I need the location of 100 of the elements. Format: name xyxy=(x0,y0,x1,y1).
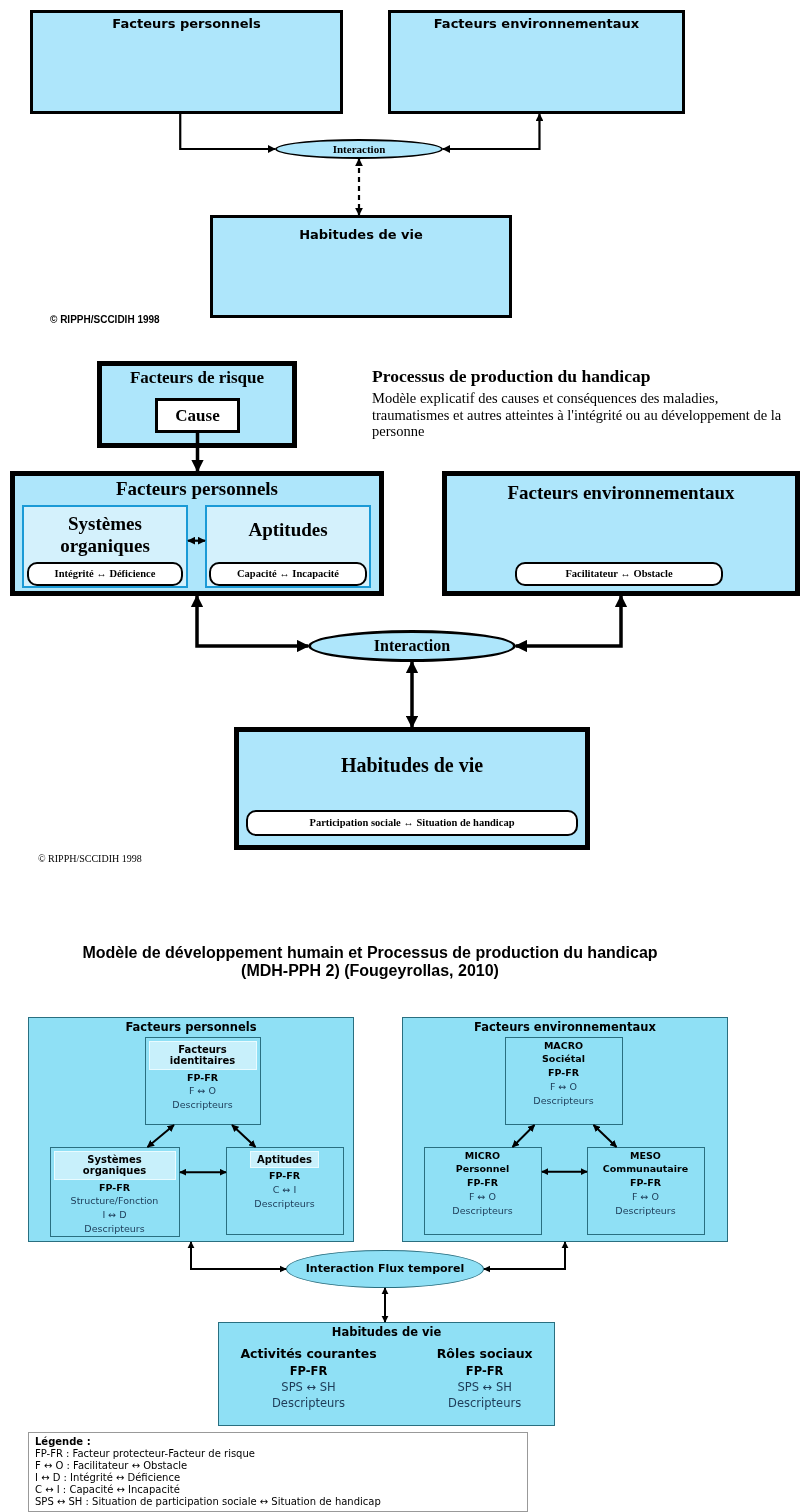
double-arrow xyxy=(442,113,544,153)
double-arrow xyxy=(179,1168,227,1176)
category-box xyxy=(205,505,371,588)
box-text: F ↔ O xyxy=(632,1192,659,1204)
double-arrow xyxy=(146,1124,175,1148)
box-text: F ↔ O xyxy=(550,1082,577,1094)
box-title: Facteurs environnementaux xyxy=(474,1021,656,1035)
description-text: Modèle explicatif des causes et conséquences des maladies, traumatismes et autres atteintes à l'intégrité ou au développement de la personne xyxy=(372,390,783,440)
category-box xyxy=(30,10,343,114)
double-arrow xyxy=(187,536,206,545)
box-title: Capacité ↔ Incapacité xyxy=(236,567,340,581)
box-text: Sociétal xyxy=(542,1054,585,1066)
legend-entry: SPS ↔ SH : Situation de participation sociale ↔ Situation de handicap xyxy=(35,1496,381,1508)
heading-box: Facteurs identitaires xyxy=(148,1040,257,1070)
category-box xyxy=(246,810,578,836)
box-text: FP-FR xyxy=(98,1182,130,1194)
category-box xyxy=(210,215,512,318)
box-text: Communautaire xyxy=(602,1164,689,1176)
double-arrow xyxy=(187,1241,287,1273)
double-arrow xyxy=(514,594,628,653)
heading-text: Modèle de développement humain et Processus de production du handicap (MDH-PPH 2) (Fougeyrollas, 2010) xyxy=(81,944,659,981)
legend-title: Légende : xyxy=(35,1436,91,1448)
box-text: Descripteurs xyxy=(254,1198,315,1210)
legend-entry: F ↔ O : Facilitateur ↔ Obstacle xyxy=(35,1460,188,1472)
category-box xyxy=(209,562,367,586)
box-text: FP-FR xyxy=(268,1171,300,1182)
double-arrow xyxy=(190,594,310,653)
box-title: Facteurs personnels xyxy=(116,478,278,500)
box-text: I ↔ D xyxy=(102,1210,127,1222)
category-box xyxy=(515,562,723,586)
category-box xyxy=(423,1146,542,1235)
box-title: Facilitateur ↔ Obstacle xyxy=(565,567,673,581)
box-text: FP-FR xyxy=(186,1072,218,1084)
category-box xyxy=(586,1146,705,1235)
legend-entry: FP-FR : Facteur protecteur-Facteur de risque xyxy=(35,1448,255,1460)
box-title: Habitudes de vie xyxy=(340,754,484,777)
column-heading: Rôles sociaux xyxy=(436,1347,533,1362)
box-title: Intégrité ↔ Déficience xyxy=(54,567,156,581)
double-arrow xyxy=(592,1124,618,1148)
box-title: Systèmes organiques xyxy=(59,513,151,557)
box-title: Interaction Flux temporel xyxy=(305,1262,465,1276)
category-box xyxy=(22,505,188,588)
box-text: FP-FR xyxy=(547,1068,579,1080)
box-title: Habitudes de vie xyxy=(331,1326,442,1340)
box-text: Descripteurs xyxy=(452,1206,513,1218)
box-text: FP-FR xyxy=(465,1364,504,1378)
double-arrow xyxy=(483,1241,569,1273)
arrow xyxy=(191,433,204,473)
double-arrow xyxy=(511,1124,536,1148)
heading-box: Aptitudes xyxy=(250,1150,319,1168)
box-text: F ↔ O xyxy=(469,1192,496,1204)
box-text: Structure/Fonction xyxy=(70,1196,159,1208)
box-text: SPS ↔ SH xyxy=(281,1380,336,1395)
box-title: Interaction xyxy=(332,142,386,156)
box-text: Descripteurs xyxy=(448,1397,522,1411)
box-title: Participation sociale ↔ Situation de handicap xyxy=(309,816,515,830)
double-arrow xyxy=(405,660,419,729)
box-title: Facteurs environnementaux xyxy=(507,482,735,504)
box-text: F ↔ O xyxy=(189,1086,216,1098)
category-box xyxy=(234,727,590,850)
box-title: Aptitudes xyxy=(248,519,328,541)
heading-box: Systèmes organiques xyxy=(53,1150,176,1180)
legend-entry: I ↔ D : Intégrité ↔ Déficience xyxy=(35,1472,181,1484)
category-box xyxy=(27,562,183,586)
copyright-note: © RIPPH/SCCIDIH 1998 xyxy=(50,314,161,326)
category-box xyxy=(28,1017,354,1242)
box-title: Facteurs personnels xyxy=(125,1021,257,1035)
box-text: Descripteurs xyxy=(84,1224,145,1236)
box-title: Facteurs de risque xyxy=(129,368,265,388)
category-box xyxy=(402,1017,728,1242)
box-text: FP-FR xyxy=(466,1178,498,1190)
box-title: Interaction xyxy=(373,636,451,656)
legend-entry: C ↔ I : Capacité ↔ Incapacité xyxy=(35,1484,180,1496)
box-text: Descripteurs xyxy=(533,1096,594,1108)
category-box xyxy=(155,398,240,433)
box-title: Cause xyxy=(175,405,220,426)
category-box xyxy=(388,10,685,114)
box-text: Personnel xyxy=(455,1164,510,1176)
category-box xyxy=(144,1036,261,1125)
box-text: Descripteurs xyxy=(172,1100,233,1112)
column-heading: Activités courantes xyxy=(240,1347,377,1362)
category-box xyxy=(10,471,384,596)
category-box xyxy=(504,1036,623,1125)
category-box xyxy=(442,471,800,596)
box-text: FP-FR xyxy=(289,1364,328,1378)
category-box xyxy=(49,1146,180,1237)
box-text: Descripteurs xyxy=(615,1206,676,1218)
box-title: MESO xyxy=(630,1150,661,1162)
heading-text: Processus de production du handicap xyxy=(372,366,652,387)
box-text: C ↔ I xyxy=(272,1184,297,1196)
box-title: MICRO xyxy=(464,1150,501,1162)
copyright-note: © RIPPH/SCCIDIH 1998 xyxy=(38,853,143,865)
double-arrow xyxy=(355,158,363,216)
box-title: MACRO xyxy=(543,1040,584,1052)
category-box xyxy=(218,1322,555,1426)
category-box xyxy=(97,361,297,448)
box-text: FP-FR xyxy=(629,1178,661,1190)
double-arrow xyxy=(541,1168,588,1176)
double-arrow xyxy=(381,1287,389,1323)
category-box xyxy=(225,1146,344,1235)
